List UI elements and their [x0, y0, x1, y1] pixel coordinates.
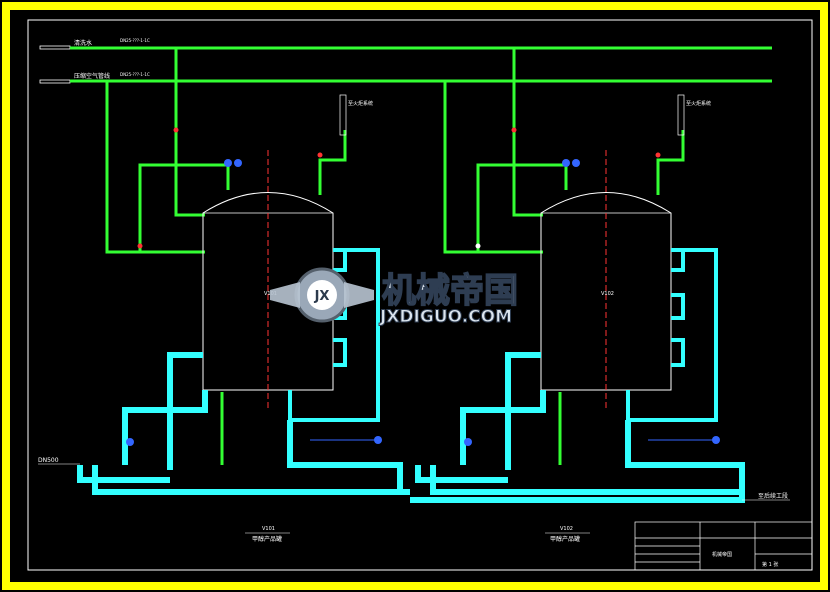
right-vessel-tag: V102 — [601, 291, 614, 297]
inlet-code-2: DN25-???-1-1C — [120, 72, 150, 77]
left-vent-label: 至火炬系统 — [348, 100, 373, 107]
left-vessel — [202, 150, 334, 410]
right-caption-tag: V102 — [560, 526, 573, 532]
right-caption-name: 甲醇产品罐 — [550, 535, 580, 543]
right-vessel — [540, 150, 672, 410]
feed-label: DN500 — [38, 457, 59, 464]
watermark: JX 机械帝国 JXDIGUO.COM — [270, 267, 519, 328]
title-block — [634, 521, 813, 571]
right-cyan-piping — [410, 352, 745, 503]
valve-symbols — [126, 127, 720, 446]
left-unit-green-piping — [105, 48, 347, 254]
right-vent-label: 至火炬系统 — [686, 100, 711, 107]
title-block-title: 机械帝国 — [712, 551, 732, 558]
left-vent-box — [339, 94, 347, 136]
left-caption-name: 甲醇产品罐 — [252, 535, 282, 543]
left-cyan-piping — [77, 352, 410, 495]
inner-border — [27, 19, 813, 571]
inlet-code-1: DN25-???-1-1C — [120, 38, 150, 43]
inlet-lines — [39, 45, 772, 84]
watermark-cn: 机械帝国 — [382, 271, 518, 311]
left-caption-tag: V101 — [262, 526, 275, 532]
right-level-gauges — [626, 248, 718, 422]
title-block-sheet: 第 1 张 — [762, 561, 778, 568]
watermark-en: JXDIGUO.COM — [379, 307, 512, 327]
outlet-label: 至后续工段 — [758, 492, 788, 500]
right-unit-green-piping — [443, 48, 685, 254]
inlet-label-1: 清洗水 — [74, 39, 92, 47]
watermark-emblem: JX — [314, 289, 330, 304]
inlet-label-2: 压缩空气管线 — [74, 72, 110, 80]
right-vent-box — [677, 94, 685, 136]
